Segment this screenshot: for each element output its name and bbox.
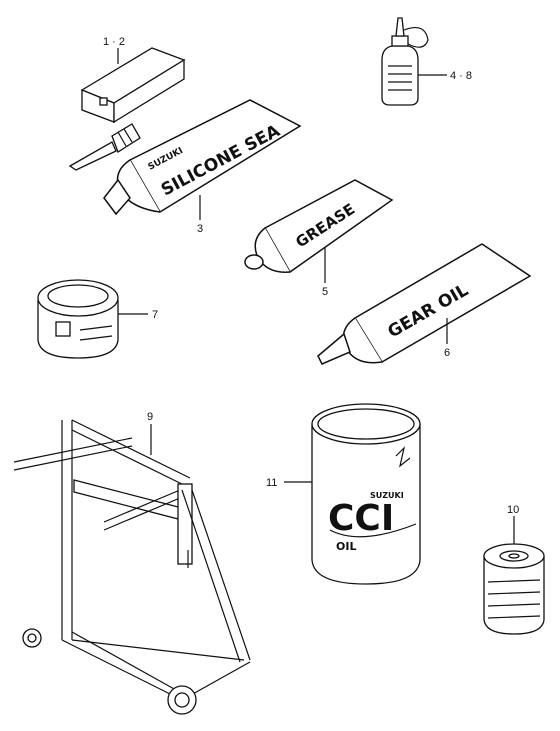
callout-1-2: 1 · 2 (103, 36, 125, 48)
callout-3: 3 (197, 223, 203, 235)
small-tin (37, 279, 119, 359)
bottle (381, 17, 429, 106)
grease-tube: GREASE (244, 179, 394, 274)
silicone-tube: SILICONE SEA SUZUKI (103, 99, 302, 216)
callout-11: 11 (266, 477, 277, 489)
motor-stand (13, 419, 251, 715)
callout-6: 6 (444, 347, 450, 359)
gear-oil-tube: GEAR OIL (317, 243, 532, 365)
can-cci-label: CCI (328, 498, 394, 539)
callout-7: 7 (152, 309, 158, 321)
callout-10: 10 (507, 504, 519, 516)
callout-9: 9 (147, 411, 153, 423)
can-brand-label: SUZUKI (370, 491, 404, 500)
callout-4-8: 4 · 8 (450, 70, 472, 82)
brush (68, 123, 141, 171)
putty-block (80, 47, 186, 124)
oil-can: SUZUKI CCI OIL (311, 403, 421, 585)
can-oil-label: OIL (336, 540, 356, 553)
paint-can (483, 543, 545, 635)
callout-5: 5 (322, 286, 328, 298)
